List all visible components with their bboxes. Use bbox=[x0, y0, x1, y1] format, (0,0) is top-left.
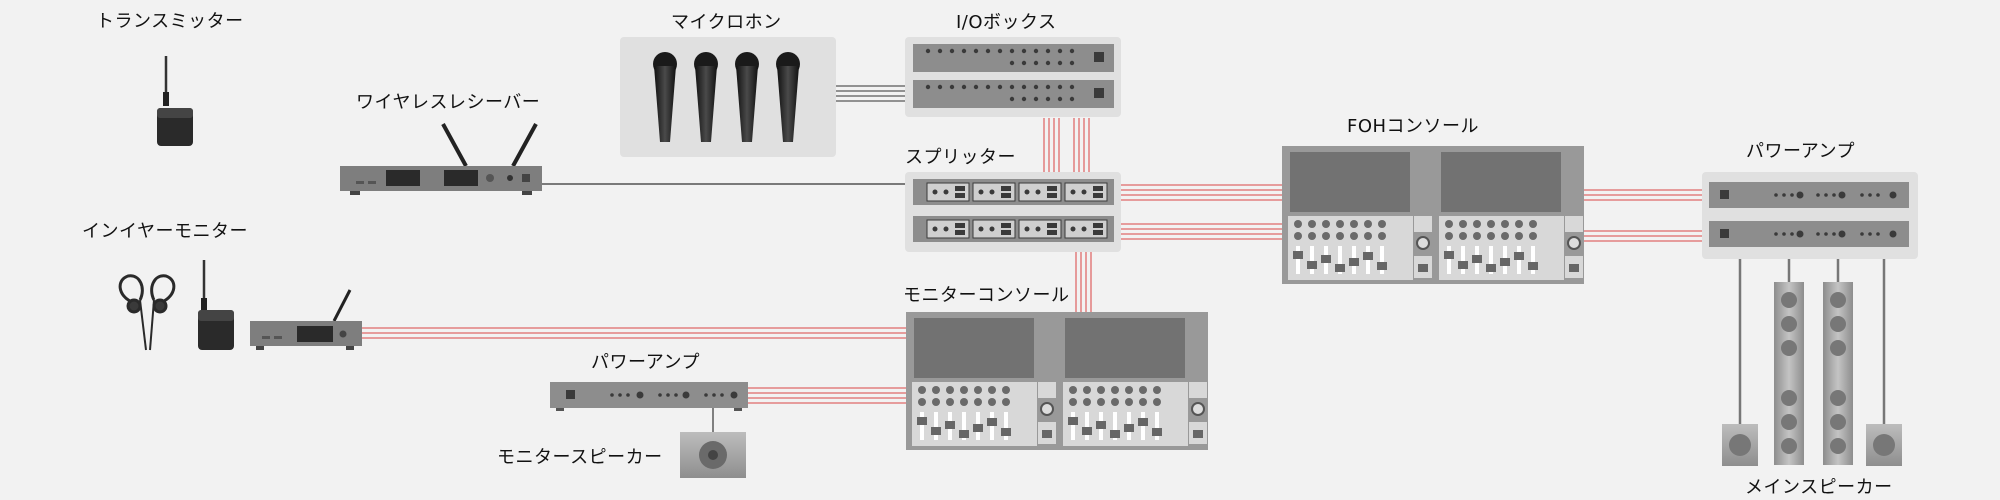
label-monitor-console: モニターコンソール bbox=[903, 285, 1070, 306]
handheld-microphone-icon bbox=[776, 52, 800, 142]
label-monitor-speaker: モニタースピーカー bbox=[497, 447, 663, 468]
in-ear-transmitter-icon bbox=[250, 289, 362, 350]
splitter bbox=[905, 172, 1121, 252]
loudspeaker-icon bbox=[1866, 424, 1902, 466]
monitor-speaker-icon bbox=[680, 432, 746, 478]
power-amplifier-icon bbox=[1702, 172, 1918, 259]
cable-iem-to-monitor-console bbox=[362, 327, 906, 339]
handheld-microphone-icon bbox=[735, 52, 759, 142]
mixing-console-icon bbox=[1282, 146, 1584, 284]
cable-splitter-to-foh bbox=[1120, 184, 1282, 240]
io-box bbox=[905, 37, 1121, 117]
bodypack-transmitter-icon bbox=[157, 56, 193, 146]
loudspeaker-icon bbox=[1823, 282, 1853, 465]
microphones-panel bbox=[620, 37, 836, 157]
main-speakers bbox=[1722, 282, 1902, 466]
label-main-speaker: メインスピーカー bbox=[1745, 477, 1893, 498]
microphones bbox=[653, 52, 800, 142]
cable-monitor-console-to-amp bbox=[748, 387, 906, 404]
handheld-microphone-icon bbox=[653, 52, 677, 142]
cable-amp-to-main-speakers bbox=[1738, 258, 1886, 424]
wireless-receiver-icon bbox=[340, 123, 542, 195]
loudspeaker-icon bbox=[1774, 282, 1804, 465]
label-foh-console: FOHコンソール bbox=[1347, 116, 1480, 137]
label-power-amp-right: パワーアンプ bbox=[1746, 141, 1856, 162]
cables bbox=[362, 85, 1886, 432]
in-ear-earphones-icon bbox=[118, 274, 176, 351]
label-microphones: マイクロホン bbox=[671, 12, 782, 33]
handheld-microphone-icon bbox=[694, 52, 718, 142]
label-wireless-receiver: ワイヤレスレシーバー bbox=[356, 92, 541, 113]
cable-mic-to-io bbox=[836, 85, 905, 102]
label-in-ear-monitor: インイヤーモニター bbox=[82, 221, 248, 242]
cable-foh-to-amp bbox=[1584, 189, 1702, 242]
cable-io-to-splitter bbox=[1043, 118, 1090, 172]
loudspeaker-icon bbox=[1722, 424, 1758, 466]
label-power-amp-left: パワーアンプ bbox=[591, 352, 701, 373]
cable-splitter-to-monitor-console bbox=[1075, 252, 1092, 312]
monitor-mixing-console-icon bbox=[906, 312, 1208, 450]
label-transmitter: トランスミッター bbox=[96, 11, 244, 32]
monitor-power-amplifier-icon bbox=[550, 382, 748, 411]
label-splitter: スプリッター bbox=[905, 147, 1016, 168]
label-io-box: I/Oボックス bbox=[956, 12, 1057, 33]
bodypack-receiver-icon bbox=[198, 260, 234, 350]
